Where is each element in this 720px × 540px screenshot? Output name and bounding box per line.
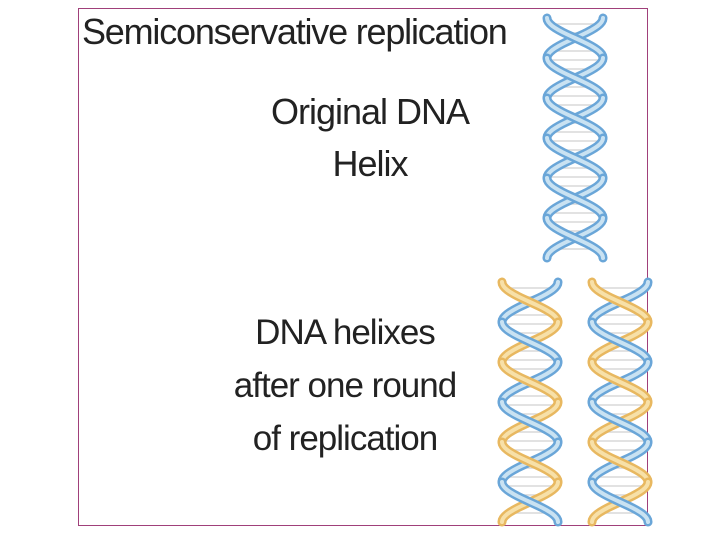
dna-strand-new-highlight [500, 440, 560, 484]
daughter-helix-left [497, 277, 563, 527]
dna-strand-parent-highlight [500, 480, 560, 524]
dna-strand-parent-highlight [590, 400, 650, 444]
dna-strand-parent-highlight [545, 136, 605, 180]
slide-title: Semiconservative replication [82, 11, 508, 52]
original-helix-label: Original DNA Helix [270, 91, 470, 184]
dna-strand-parent-highlight [590, 480, 650, 524]
dna-strand-new-highlight [500, 280, 560, 324]
dna-strand-parent-highlight [590, 320, 650, 364]
dna-strand-parent-highlight [545, 56, 605, 100]
daughter-helices-label: DNA helixes after one round of replicati… [233, 313, 457, 458]
daughter-helix-right [587, 277, 653, 527]
dna-strand-new-highlight [590, 440, 650, 484]
dna-strand-new-highlight [500, 360, 560, 404]
dna-strand-new-highlight [590, 360, 650, 404]
dna-strand-new-highlight [590, 280, 650, 324]
dna-strand-parent-highlight [545, 216, 605, 260]
dna-strand-parent-highlight [545, 96, 605, 140]
dna-strand-parent-highlight [500, 320, 560, 364]
dna-strand-parent-highlight [545, 16, 605, 60]
dna-strand-parent-highlight [545, 176, 605, 220]
original-helix [542, 13, 608, 263]
dna-strand-parent-highlight [500, 400, 560, 444]
slide-frame [78, 8, 648, 526]
